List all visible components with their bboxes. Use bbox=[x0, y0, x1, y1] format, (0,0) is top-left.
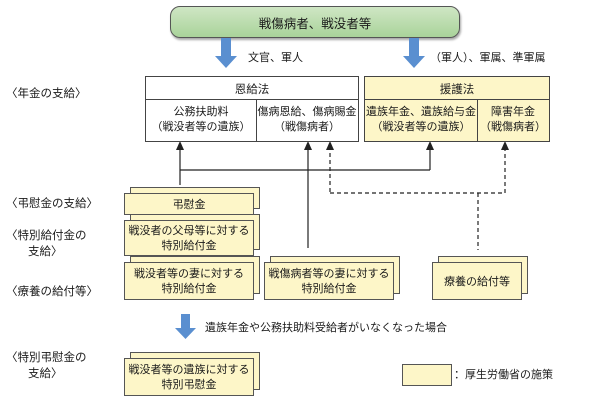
arrow-left-label: 文官、軍人 bbox=[248, 51, 303, 64]
engo-title: 援護法 bbox=[439, 82, 475, 96]
bottom-arrow-label: 遺族年金や公務扶助料受給者がいなくなった場合 bbox=[205, 321, 447, 334]
kofu-fujoryo: 公務扶助料 bbox=[173, 105, 229, 118]
blue-arrow-bottom bbox=[175, 314, 196, 339]
legend-label: ：厚生労働省の施策 bbox=[454, 368, 553, 381]
onkyu-title: 恩給法 bbox=[234, 82, 270, 96]
label-care: 〈療養の給付等〉 bbox=[6, 284, 98, 298]
arrowhead-izoku bbox=[426, 141, 434, 150]
shogai-nenkin-target: （戦傷病者） bbox=[480, 120, 546, 133]
onkyu-col2: 傷病恩給、傷病賜金 （戦傷病者） bbox=[256, 104, 358, 134]
engo-col2: 障害年金 （戦傷病者） bbox=[477, 104, 549, 134]
blue-arrow-right bbox=[403, 38, 425, 68]
special-choikin-line2: 特別弔慰金 bbox=[161, 378, 217, 391]
legend-swatch bbox=[402, 364, 452, 386]
wives-dead-line2: 特別給付金 bbox=[161, 282, 217, 295]
label-special-condolence-2: 支給〉 bbox=[28, 366, 63, 380]
wives-injured-benefit-box: 戦傷病者等の妻に対する 特別給付金 bbox=[264, 262, 394, 300]
choikin-box: 弔慰金 bbox=[124, 193, 254, 215]
ryoyo-box: 療養の給付等 bbox=[432, 262, 522, 300]
special-choikin-line1: 戦没者等の遺族に対する bbox=[128, 363, 250, 376]
kofu-fujoryo-target: （戦没者等の遺族） bbox=[151, 120, 251, 133]
izoku-nenkin-target: （戦没者等の遺族） bbox=[371, 120, 471, 133]
engo-panel: 援護法 遺族年金、遺族給与金 （戦没者等の遺族） 障害年金 （戦傷病者） bbox=[364, 76, 550, 142]
parents-benefit-line1: 戦没者の父母等に対する bbox=[128, 224, 250, 237]
izoku-nenkin: 遺族年金、遺族給与金 bbox=[366, 105, 476, 118]
shobyo-onkyu: 傷病恩給、傷病賜金 bbox=[257, 105, 357, 118]
onkyu-col1: 公務扶助料 （戦没者等の遺族） bbox=[146, 104, 256, 134]
arrow-right-label: （軍人）、軍属、準軍属 bbox=[430, 51, 546, 64]
top-title: 戦傷病者、戦没者等 bbox=[258, 15, 372, 31]
arrowhead-shogai bbox=[501, 141, 509, 150]
choikin-label: 弔慰金 bbox=[172, 197, 206, 211]
shogai-nenkin: 障害年金 bbox=[491, 105, 535, 118]
label-special-benefit-1: 〈特別給付金の bbox=[6, 228, 87, 242]
parents-benefit-box: 戦没者の父母等に対する 特別給付金 bbox=[124, 220, 254, 256]
engo-col1: 遺族年金、遺族給与金 （戦没者等の遺族） bbox=[365, 104, 477, 134]
special-choikin-box: 戦没者等の遺族に対する 特別弔慰金 bbox=[124, 358, 254, 396]
arrowhead-shobyo-dashed bbox=[326, 141, 334, 150]
onkyu-panel: 恩給法 公務扶助料 （戦没者等の遺族） 傷病恩給、傷病賜金 （戦傷病者） bbox=[145, 76, 359, 142]
top-title-box: 戦傷病者、戦没者等 bbox=[170, 6, 460, 38]
label-special-condolence-1: 〈特別弔慰金の bbox=[6, 350, 87, 364]
wives-dead-line1: 戦没者等の妻に対する bbox=[134, 267, 244, 280]
label-pension: 〈年金の支給〉 bbox=[6, 86, 87, 100]
parents-benefit-line2: 特別給付金 bbox=[161, 239, 217, 252]
label-special-benefit-2: 支給〉 bbox=[28, 244, 63, 258]
ryoyo-label: 療養の給付等 bbox=[444, 274, 510, 288]
wives-dead-benefit-box: 戦没者等の妻に対する 特別給付金 bbox=[124, 262, 254, 300]
arrowhead-kofu bbox=[176, 141, 184, 150]
wives-injured-line1: 戦傷病者等の妻に対する bbox=[268, 267, 390, 280]
blue-arrow-left bbox=[215, 38, 237, 68]
shobyo-onkyu-target: （戦傷病者） bbox=[274, 120, 340, 133]
wives-injured-line2: 特別給付金 bbox=[301, 282, 357, 295]
label-condolence: 〈弔慰金の支給〉 bbox=[6, 196, 98, 210]
arrowhead-shobyo bbox=[304, 141, 312, 150]
